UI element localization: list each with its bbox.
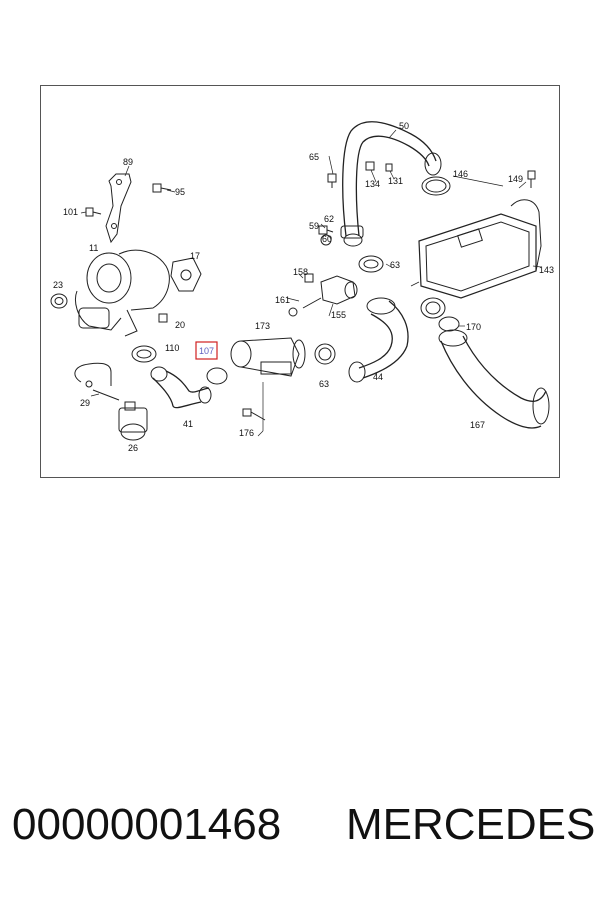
intercooler-143-drawing: [418, 199, 542, 319]
callout-167: 167: [470, 420, 485, 430]
callout-63-upper: 63: [390, 260, 400, 270]
sensor-29-drawing: [74, 362, 120, 401]
part-number: 00000001468: [12, 800, 282, 849]
callout-17: 17: [190, 251, 200, 261]
callout-23: 23: [53, 280, 63, 290]
callout-labels: 50 65 89 95 101 134 131 146 149 11 17 59…: [53, 121, 554, 453]
callout-62: 62: [324, 214, 334, 224]
highlight-box-107: [195, 341, 218, 360]
nut-20-drawing: [158, 313, 168, 323]
callout-176: 176: [239, 428, 254, 438]
callout-149: 149: [508, 174, 523, 184]
callout-131: 131: [388, 176, 403, 186]
gasket-17-drawing: [170, 257, 202, 292]
fitting-60-drawing: [320, 234, 332, 246]
bolt-65-drawing: [327, 173, 337, 188]
fitting-23-drawing: [50, 293, 68, 309]
clamp-63-lower-drawing: [314, 343, 336, 365]
callout-161: 161: [275, 295, 290, 305]
parts-diagram: 50 65 89 95 101 134 131 146 149 11 17 59…: [40, 85, 560, 478]
callout-60: 60: [322, 234, 332, 244]
callout-50: 50: [399, 121, 409, 131]
bracket-89-drawing: [105, 173, 132, 244]
seal-146-drawing: [421, 176, 451, 196]
callout-59: 59: [309, 221, 319, 231]
callout-44: 44: [373, 372, 383, 382]
callout-146: 146: [453, 169, 468, 179]
callout-158: 158: [293, 267, 308, 277]
hose-44-drawing: [348, 297, 409, 383]
clamp-63-upper-drawing: [358, 255, 384, 273]
pipe-50-drawing: [340, 121, 442, 247]
pipe-173-drawing: [230, 337, 306, 377]
bolt-95-drawing: [152, 183, 172, 193]
callout-63-lower: 63: [319, 379, 329, 389]
callout-95: 95: [175, 187, 185, 197]
callout-26: 26: [128, 443, 138, 453]
hose-167-drawing: [438, 329, 550, 429]
callout-170: 170: [466, 322, 481, 332]
brand-name: MERCEDES: [346, 800, 596, 849]
bolt-134-drawing: [365, 161, 375, 171]
hose-41-drawing: [150, 366, 212, 409]
bolt-176-drawing: [242, 408, 266, 421]
callout-11: 11: [89, 243, 98, 253]
clamp-107-drawing: [206, 367, 228, 385]
callout-101: 101: [63, 207, 78, 217]
callout-155: 155: [331, 310, 346, 320]
callout-65: 65: [309, 152, 319, 162]
callout-107-highlighted: 107: [199, 346, 214, 356]
callout-143: 143: [539, 265, 554, 275]
bolt-101-drawing: [85, 207, 102, 217]
fitting-59-drawing: [318, 225, 334, 235]
callout-29: 29: [80, 398, 90, 408]
valve-155-drawing: [288, 273, 358, 317]
bolt-131-drawing: [385, 163, 393, 172]
clamp-170-drawing: [438, 316, 460, 332]
leader-lines: [80, 129, 542, 437]
exploded-view-drawing: 50 65 89 95 101 134 131 146 149 11 17 59…: [50, 121, 554, 453]
bolt-149-drawing: [527, 170, 536, 188]
actuator-26-drawing: [118, 401, 148, 441]
turbocharger-11-drawing: [75, 249, 170, 337]
callout-134: 134: [365, 179, 380, 189]
callout-89: 89: [123, 157, 133, 167]
callout-41: 41: [183, 419, 193, 429]
clamp-110-drawing: [131, 345, 157, 363]
product-caption: 00000001468 MERCEDES: [12, 800, 596, 870]
callout-110: 110: [165, 343, 179, 353]
callout-20: 20: [175, 320, 185, 330]
callout-173: 173: [255, 321, 270, 331]
